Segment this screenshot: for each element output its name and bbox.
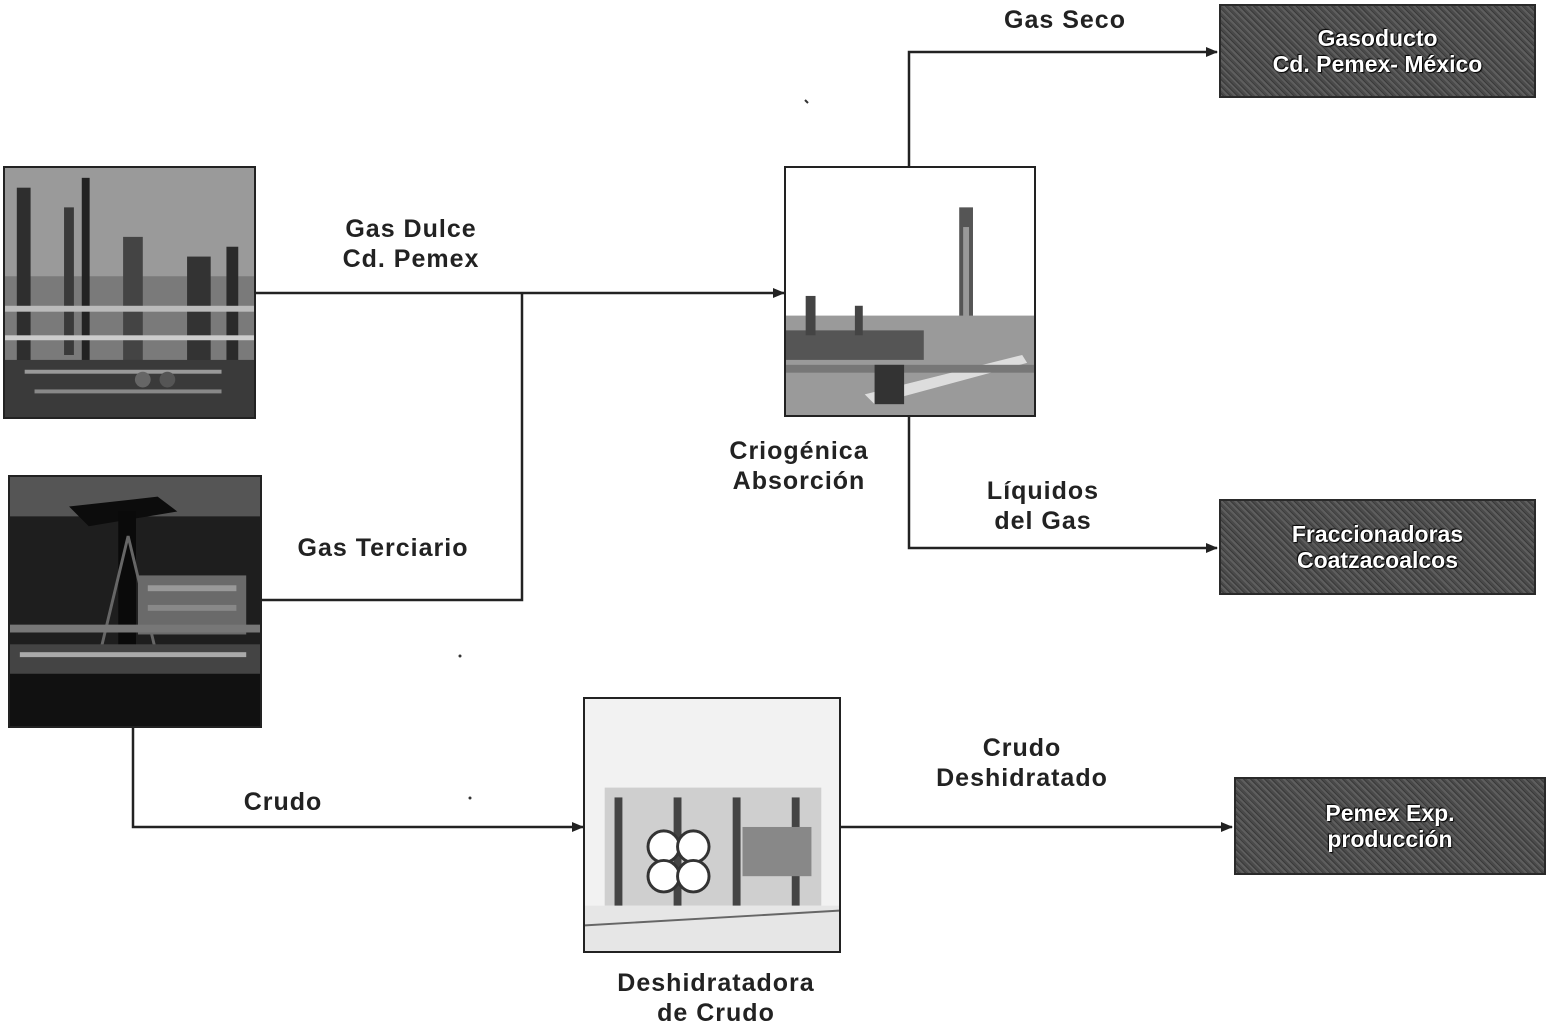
gas-plant-photo [3, 166, 256, 419]
criogenica-photo [784, 166, 1036, 417]
oil-field-photo [8, 475, 262, 728]
line-gas-terciario [262, 293, 524, 602]
line-crudo [131, 728, 584, 832]
deshidratadora-photo [583, 697, 841, 953]
destination-pemex-exp: Pemex Exp.producción [1234, 777, 1546, 875]
label-gas-seco: Gas Seco [1004, 6, 1126, 34]
line-gas-seco [907, 47, 1218, 166]
line-liquidos [907, 417, 1218, 553]
label-crudo: Crudo [243, 788, 323, 816]
label-gas-terciario: Gas Terciario [297, 534, 469, 562]
